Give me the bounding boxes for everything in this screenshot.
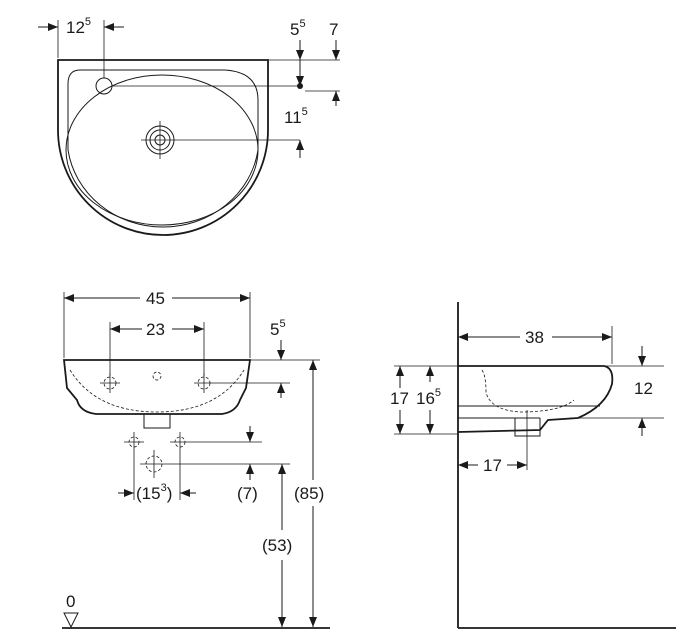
dim-tap-spacing: 23 — [146, 320, 165, 339]
dim-basin-depth: 38 — [525, 328, 544, 347]
dim-waste-drop: (7) — [237, 484, 258, 503]
dim-side-waste-offset: 17 — [483, 456, 502, 475]
dim-rim-depth: 55 — [290, 18, 306, 39]
side-view: 38 17 165 12 17 — [390, 302, 676, 629]
dim-basin-width: 45 — [146, 289, 165, 308]
basin-side-outline — [457, 365, 614, 433]
basin-front-outline — [62, 359, 252, 415]
waste-outlet — [141, 121, 179, 159]
dim-supply-spacing: (153) — [136, 482, 172, 503]
waste-point — [140, 450, 290, 478]
dim-waste-height: (53) — [262, 536, 292, 555]
basin-inner-rim — [67, 69, 259, 228]
dim-tap-centre: 7 — [329, 20, 338, 39]
tap-hole — [95, 77, 113, 95]
basin-top-outline — [57, 59, 269, 236]
top-view: 125 55 7 115 — [38, 16, 340, 236]
tap-hole-left — [100, 373, 120, 393]
side-waste-stub — [514, 418, 541, 437]
supply-point-left — [124, 432, 144, 500]
floor-level-label: 0 — [66, 592, 75, 611]
tap-hole-right — [194, 373, 214, 393]
dim-side-height: 17 — [390, 389, 409, 408]
dim-tap-drop: 55 — [270, 318, 286, 339]
dim-side-height-inner: 165 — [416, 387, 441, 408]
dim-rim-height: (85) — [294, 484, 324, 503]
dim-tap-offset: 125 — [66, 16, 91, 37]
waste-stub — [143, 414, 171, 429]
floor-level-marker — [63, 612, 79, 629]
overflow-hole — [152, 371, 162, 381]
front-view: 45 23 55 (1 — [62, 289, 330, 629]
basin-bowl-outline — [65, 74, 259, 226]
dim-waste-offset: 115 — [284, 106, 308, 127]
dim-bowl-height: 12 — [634, 379, 653, 398]
supply-point-right — [170, 432, 262, 500]
